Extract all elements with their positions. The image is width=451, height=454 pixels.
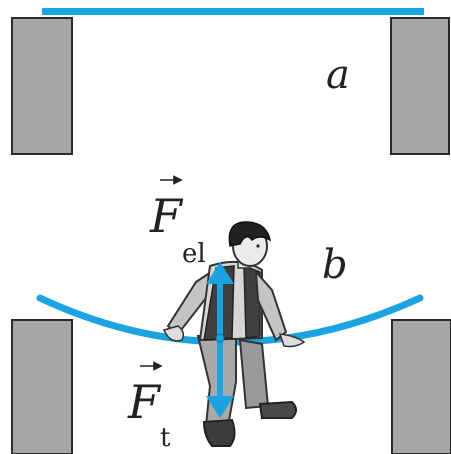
boy-left-hand bbox=[162, 325, 185, 342]
support-right-b bbox=[391, 319, 451, 454]
elastic-force-symbol: F bbox=[149, 189, 184, 243]
gravity-force-subscript: t bbox=[160, 423, 171, 453]
weight-force-arrow bbox=[206, 338, 234, 418]
boy-eye bbox=[256, 244, 260, 248]
panel-a-label: a bbox=[326, 52, 350, 98]
gravity-force-label: F t bbox=[127, 361, 171, 453]
panel-b: b bbox=[11, 175, 451, 454]
elastic-force-label: F el bbox=[149, 175, 206, 269]
panel-b-label: b bbox=[322, 242, 348, 288]
gravity-force-symbol: F bbox=[127, 375, 162, 429]
boy-front-shoe bbox=[202, 418, 236, 447]
force-origin-point bbox=[215, 333, 225, 343]
straight-beam bbox=[42, 8, 424, 15]
boy-back-shoe bbox=[258, 400, 297, 419]
boy-hair bbox=[228, 221, 272, 247]
boy-right-hand bbox=[278, 333, 306, 348]
panel-a: a bbox=[11, 8, 450, 155]
elastic-force-arrow bbox=[206, 262, 234, 338]
support-left-b bbox=[11, 319, 73, 454]
support-right-a bbox=[390, 17, 450, 155]
support-left-a bbox=[11, 17, 73, 155]
boy-back-leg bbox=[238, 338, 270, 410]
elastic-force-subscript: el bbox=[182, 239, 206, 269]
